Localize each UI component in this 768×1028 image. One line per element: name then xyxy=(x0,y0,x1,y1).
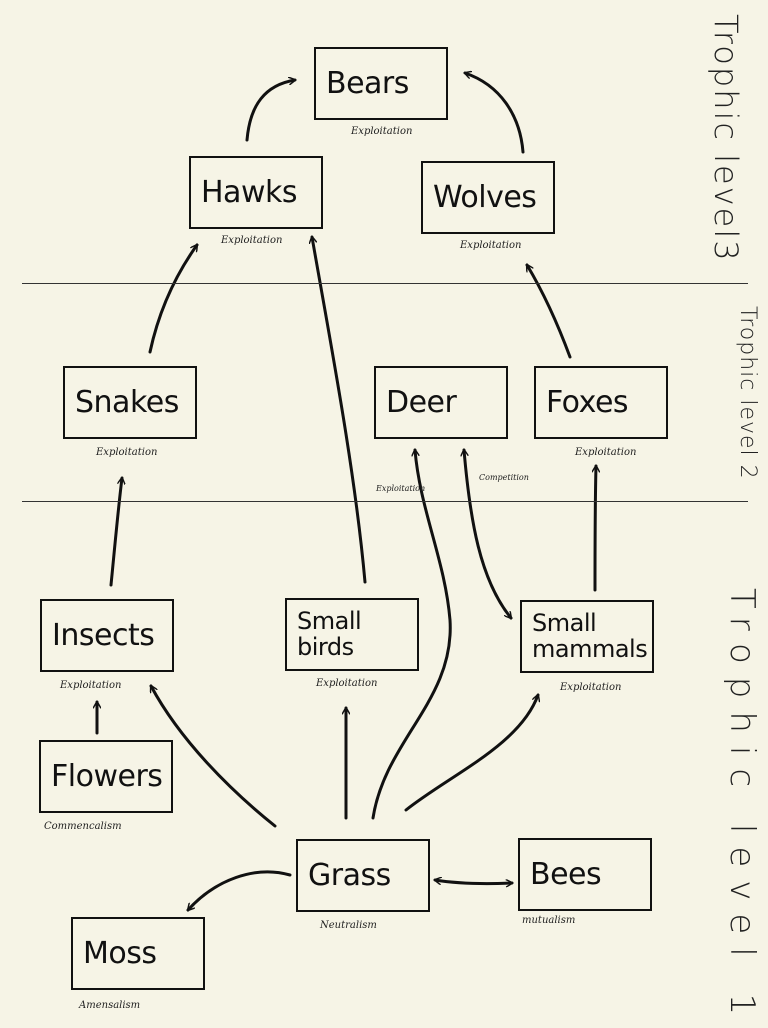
node-label: Grass xyxy=(308,857,391,893)
arrow-wolves-to-bears xyxy=(465,73,525,154)
arrow-grass-to-deer xyxy=(371,450,452,820)
node-label: Foxes xyxy=(546,384,629,420)
node-deer: Deer xyxy=(374,366,508,439)
relation-label-grass: Neutralism xyxy=(320,920,377,931)
node-hawks: Hawks xyxy=(189,156,323,229)
node-label: Bees xyxy=(530,856,602,892)
arrow-snakes-to-hawks xyxy=(148,245,199,354)
node-label: Insects xyxy=(52,617,155,653)
relation-label-small-mammals: Exploitation xyxy=(560,682,622,693)
trophic-level-2-label: Trophic level 2 xyxy=(735,306,760,480)
node-label: Snakes xyxy=(75,384,179,420)
node-label: Small mammals xyxy=(532,609,648,663)
arrow-foxes-to-wolves xyxy=(525,265,572,359)
relation-label-foxes: Exploitation xyxy=(575,447,637,458)
relation-label-moss: Amensalism xyxy=(79,1000,141,1011)
node-label: Hawks xyxy=(201,174,297,210)
node-small-mammals: Small mammals xyxy=(520,600,654,673)
arrow-mammals-to-deer xyxy=(464,450,513,618)
relation-label-hawks: Exploitation xyxy=(221,235,283,246)
node-label: Small birds xyxy=(297,607,362,661)
node-label: Deer xyxy=(386,384,457,420)
node-flowers: Flowers xyxy=(39,740,173,813)
relation-label-bees: mutualism xyxy=(522,915,576,926)
relation-label-insects: Exploitation xyxy=(60,680,122,691)
node-wolves: Wolves xyxy=(421,161,555,234)
trophic-level-3-label: Trophic level3 xyxy=(707,14,745,263)
arrow-grass-to-moss xyxy=(188,870,292,910)
node-label: Bears xyxy=(326,65,409,101)
arrow-mammals-to-foxes xyxy=(595,466,596,592)
node-insects: Insects xyxy=(40,599,174,672)
relation-label-deer-competition: Competition xyxy=(479,473,529,482)
relation-label-deer-exploitation: Exploitation xyxy=(376,484,426,493)
node-label: Wolves xyxy=(433,179,537,215)
relation-label-small-birds: Exploitation xyxy=(316,678,378,689)
relation-label-snakes: Exploitation xyxy=(96,447,158,458)
arrow-smallbirds-to-hawks xyxy=(312,237,367,584)
arrow-hawks-to-bears xyxy=(245,80,295,142)
relation-label-wolves: Exploitation xyxy=(460,240,522,251)
arrow-insects-to-snakes xyxy=(109,478,122,587)
node-grass: Grass xyxy=(296,839,430,912)
node-snakes: Snakes xyxy=(63,366,197,439)
relation-label-bears: Exploitation xyxy=(351,126,413,137)
arrow-grass-to-mammals xyxy=(404,695,538,812)
node-bears: Bears xyxy=(314,47,448,120)
node-foxes: Foxes xyxy=(534,366,668,439)
relation-label-flowers: Commencalism xyxy=(44,821,122,832)
arrow-grass-bees xyxy=(435,880,512,884)
level-divider-lower xyxy=(22,501,748,502)
node-small-birds: Small birds xyxy=(285,598,419,671)
trophic-level-1-label: Trophic level 1 xyxy=(722,588,762,1028)
node-label: Moss xyxy=(83,935,157,971)
arrow-grass-to-insects xyxy=(149,686,277,828)
node-moss: Moss xyxy=(71,917,205,990)
level-divider-upper xyxy=(22,283,748,284)
node-bees: Bees xyxy=(518,838,652,911)
node-label: Flowers xyxy=(51,758,163,794)
